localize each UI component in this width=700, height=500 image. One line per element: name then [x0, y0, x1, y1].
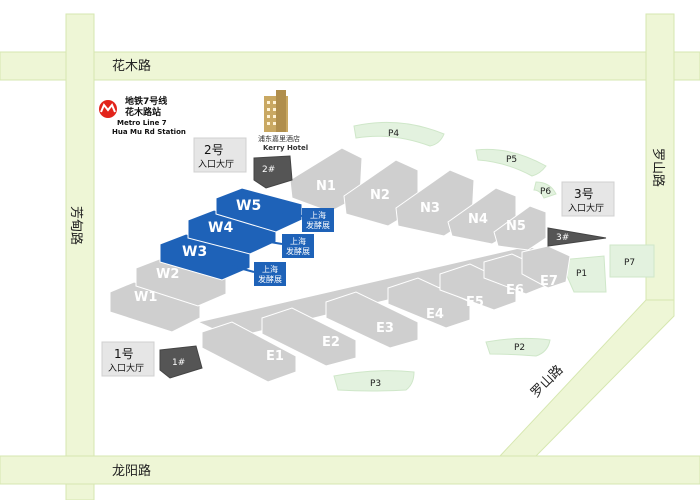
hall-E2[interactable] — [261, 307, 357, 367]
label-W1: W1 — [134, 290, 157, 305]
metro-line1: 地铁7号线 — [125, 95, 167, 107]
entrance-2-title: 2号 — [204, 143, 224, 157]
entrance-1-building — [159, 345, 203, 379]
parking-P4[interactable] — [353, 121, 445, 147]
hall-E3[interactable] — [325, 291, 419, 349]
tag-t3-box[interactable] — [254, 262, 286, 286]
tag-t1-line2: 发酵展 — [306, 220, 330, 230]
tag-t2-leader — [257, 239, 283, 245]
parking-label-P4: P4 — [388, 129, 399, 139]
label-N4: N4 — [468, 212, 488, 227]
east-halls — [201, 245, 571, 383]
tag-t3-line1: 上海 — [262, 264, 278, 274]
hall-N5[interactable] — [493, 205, 547, 251]
label-E4: E4 — [426, 307, 444, 322]
parking-P7[interactable] — [609, 244, 655, 278]
tag-t2-box[interactable] — [282, 234, 314, 258]
entrance-3-title: 3号 — [574, 187, 594, 201]
road-south — [0, 455, 700, 485]
exhibition-tags — [231, 208, 334, 286]
label-E3: E3 — [376, 321, 394, 336]
entrance-3-subtitle: 入口大厅 — [568, 202, 604, 214]
entrance-1-title: 1号 — [114, 347, 134, 361]
parking-label-P7: P7 — [624, 258, 635, 268]
road-label-west: 芳甸路 — [68, 206, 84, 245]
entrance-1-label-box — [101, 341, 155, 377]
metro-logo-mark — [100, 103, 116, 113]
hotel-name-cn: 浦东嘉里酒店 — [258, 134, 300, 143]
tag-t3-leader — [231, 265, 255, 273]
metro-line3: Metro Line 7 — [117, 119, 167, 127]
entrance-3-label-box — [561, 181, 615, 217]
label-E5: E5 — [466, 295, 484, 310]
hotel-building-side — [276, 90, 286, 132]
parking-P2[interactable] — [485, 337, 551, 357]
hall-E1[interactable] — [201, 321, 297, 383]
tag-t2-line2: 发酵展 — [286, 246, 310, 256]
parking-P6[interactable] — [533, 181, 557, 199]
parking-label-P6: P6 — [540, 187, 551, 197]
entrance-2-label-box — [193, 137, 247, 173]
tag-t1-leader — [281, 213, 303, 217]
hotel-name-en: Kerry Hotel — [263, 144, 308, 152]
parking-label-P5: P5 — [506, 155, 517, 165]
tag-t3-line2: 发酵展 — [258, 274, 282, 284]
entrance-3-building — [547, 227, 607, 247]
label-E2: E2 — [322, 335, 340, 350]
label-N5: N5 — [506, 219, 526, 234]
entrance-2[interactable] — [193, 137, 293, 189]
entrance-1-code: 1# — [172, 358, 185, 368]
label-W5: W5 — [236, 198, 261, 214]
entrance-2-subtitle: 入口大厅 — [198, 158, 234, 170]
entrance-1[interactable] — [101, 341, 203, 379]
road-label-east: 罗山路 — [650, 148, 666, 187]
entrance-1-subtitle: 入口大厅 — [108, 362, 144, 374]
label-E6: E6 — [506, 283, 524, 298]
label-N2: N2 — [370, 188, 390, 203]
metro-line4: Hua Mu Rd Station — [112, 128, 186, 136]
road-west — [65, 13, 95, 500]
entrance-2-building — [253, 155, 293, 189]
label-W3: W3 — [182, 244, 207, 260]
entrance-3[interactable] — [547, 181, 615, 247]
label-W4: W4 — [208, 220, 233, 236]
hall-E5[interactable] — [439, 263, 517, 311]
tag-t1-line1: 上海 — [310, 210, 326, 220]
parking-P5[interactable] — [475, 148, 547, 177]
parking-label-P1: P1 — [576, 269, 587, 279]
parking-P1[interactable] — [559, 255, 607, 293]
road-label-south: 龙阳路 — [112, 463, 151, 479]
kerry-hotel[interactable]: 浦东嘉里酒店 Kerry Hotel — [258, 90, 308, 152]
label-E7: E7 — [540, 274, 558, 289]
roads — [0, 13, 700, 500]
parking-P3[interactable] — [333, 370, 415, 392]
tag-t2-line1: 上海 — [290, 236, 306, 246]
label-N3: N3 — [420, 201, 440, 216]
road-label-north: 花木路 — [112, 58, 151, 74]
label-E1: E1 — [266, 349, 284, 364]
north-halls — [289, 147, 547, 251]
entrance-3-code: 3# — [556, 233, 569, 243]
metro-station[interactable]: 地铁7号线 花木路站 Metro Line 7 Hua Mu Rd Statio… — [99, 95, 186, 136]
parking-areas — [333, 121, 655, 392]
parking-label-P2: P2 — [514, 343, 525, 353]
label-N1: N1 — [316, 179, 336, 194]
road-north — [0, 51, 700, 81]
west-halls — [109, 187, 303, 333]
entrance-2-code: 2# — [262, 165, 275, 175]
label-W2: W2 — [156, 267, 179, 282]
hotel-windows — [267, 101, 276, 125]
road-southeast — [498, 299, 675, 457]
metro-line2: 花木路站 — [125, 106, 161, 118]
parking-label-P3: P3 — [370, 379, 381, 389]
tag-t1-box[interactable] — [302, 208, 334, 232]
hall-E4[interactable] — [387, 277, 471, 329]
